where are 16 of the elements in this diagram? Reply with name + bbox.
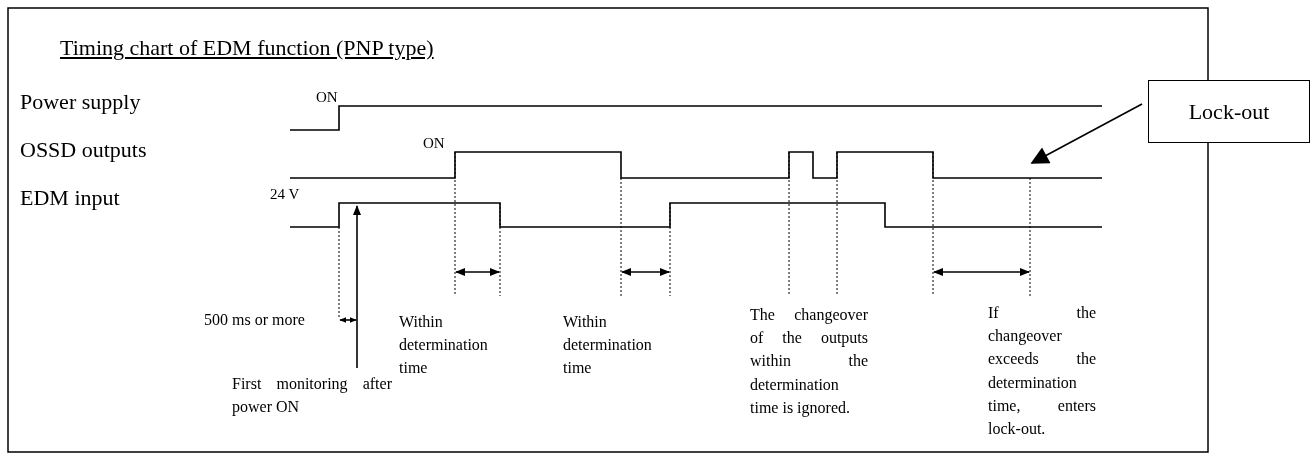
leader-arrow [1030, 103, 1143, 164]
timing-note: Within determination time [563, 312, 653, 379]
timing-note: If the changeover exceeds the determination time, enters lock-out. [988, 303, 1096, 439]
chart-title: Timing chart of EDM function (PNP type) [60, 34, 434, 62]
timing-note: The changeover of the outputs within the determination time is ignored. [750, 305, 868, 419]
signal-name: OSSD outputs [20, 136, 147, 164]
level-label: ON [423, 134, 445, 153]
timing-note: 500 ms or more [204, 310, 305, 330]
level-label: ON [316, 88, 338, 107]
callout-text: First monitoring after power ON [232, 372, 392, 419]
signal-name: Power supply [20, 88, 141, 116]
level-label: 24 V [270, 185, 300, 204]
signal-name: EDM input [20, 184, 120, 212]
timing-note: Within determination time [399, 312, 489, 379]
callout-box: Lock-out [1148, 80, 1310, 143]
leader-arrow [353, 205, 361, 369]
